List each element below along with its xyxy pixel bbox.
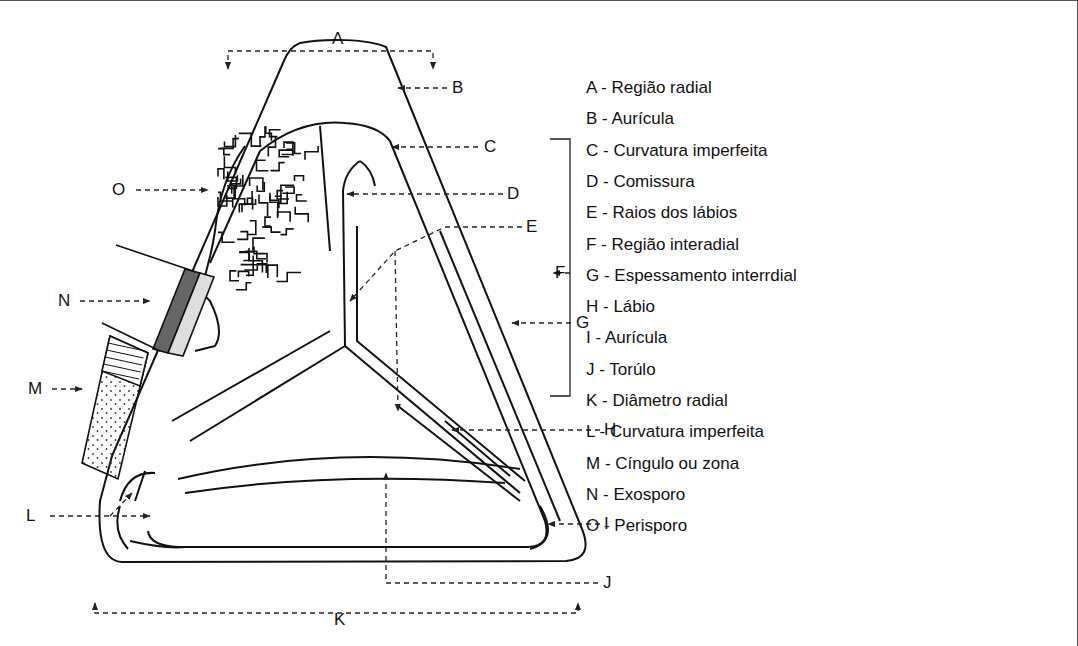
perisporo-texture	[218, 169, 224, 180]
key-entry: E - Raios dos lábios	[586, 203, 737, 223]
perisporo-texture	[295, 207, 308, 223]
perisporo-texture	[282, 187, 294, 193]
key-entry: I - Aurícula	[586, 328, 667, 348]
perisporo-texture	[271, 163, 285, 171]
perisporo-texture	[254, 246, 267, 262]
key-entry: A - Região radial	[586, 78, 712, 98]
callout-letter: K	[334, 610, 345, 630]
key-entry: G - Espessamento interrdial	[586, 266, 797, 286]
cingulum-hatch	[107, 350, 144, 358]
perisporo-texture	[260, 126, 265, 146]
perisporo-texture	[253, 256, 266, 273]
perisporo-texture	[225, 135, 236, 147]
perisporo-texture	[239, 133, 262, 146]
perisporo-texture	[239, 252, 249, 260]
perisporo-texture	[239, 191, 252, 213]
callout-letter: J	[603, 573, 612, 593]
perisporo-texture	[247, 198, 252, 209]
callout-letter: D	[507, 184, 519, 204]
callout-letter: O	[112, 180, 125, 200]
perisporo-texture	[225, 186, 235, 198]
perisporo-texture	[277, 191, 289, 199]
perisporo-texture	[236, 283, 252, 290]
perisporo-texture	[240, 238, 265, 252]
key-entry: J - Torúlo	[586, 360, 656, 380]
key-entry: H - Lábio	[586, 297, 655, 317]
perisporo-texture	[218, 149, 230, 155]
key-entry: C - Curvatura imperfeita	[586, 141, 767, 161]
callout-letter: L	[26, 506, 35, 526]
perisporo-texture	[277, 273, 302, 282]
key-entry: K - Diâmetro radial	[586, 391, 728, 411]
callout-letter: B	[452, 78, 463, 98]
perisporo-texture	[266, 126, 272, 141]
cingulum-hatch	[108, 343, 145, 351]
perisporo-texture	[248, 221, 256, 235]
perisporo-texture	[262, 227, 281, 232]
perisporo-texture	[279, 150, 292, 157]
perisporo-texture	[228, 172, 238, 182]
perisporo-texture	[295, 176, 304, 181]
key-entry: M - Cíngulo ou zona	[586, 454, 739, 474]
perisporo-texture	[297, 195, 307, 201]
perisporo-texture	[281, 229, 294, 235]
perisporo-texture	[250, 178, 263, 190]
perisporo-texture	[268, 265, 278, 278]
perisporo-texture	[218, 232, 235, 242]
perisporo-texture	[218, 192, 232, 201]
perisporo-texture	[259, 194, 268, 216]
perisporo-texture	[238, 271, 248, 277]
key-entry: L - Curvatura imperfeita	[586, 422, 764, 442]
callout-letter: E	[526, 217, 537, 237]
key-entry: N - Exosporo	[586, 485, 685, 505]
callout-letter: A	[332, 29, 343, 49]
callout-letter: N	[58, 291, 70, 311]
key-entry: O - Perisporo	[586, 516, 687, 536]
callout-letter: M	[28, 379, 42, 399]
perisporo-texture	[265, 217, 271, 226]
perisporo-texture	[268, 137, 275, 157]
cingulum-hatch	[102, 371, 139, 379]
callout-letter: C	[484, 137, 496, 157]
perisporo-texture	[257, 160, 269, 171]
perisporo-texture	[305, 146, 318, 160]
cingulum-hatch	[104, 364, 141, 372]
perisporo-texture	[282, 149, 293, 154]
perisporo-texture	[237, 232, 247, 240]
perisporo-texture	[224, 156, 235, 174]
key-entry: F - Região interadial	[586, 235, 739, 255]
cingulum-hatch	[105, 357, 142, 365]
perisporo-texture	[241, 265, 254, 276]
perisporo-texture	[278, 212, 291, 222]
key-entry: D - Comissura	[586, 172, 695, 192]
callout-letter: F	[555, 263, 565, 283]
key-entry: B - Aurícula	[586, 109, 674, 129]
